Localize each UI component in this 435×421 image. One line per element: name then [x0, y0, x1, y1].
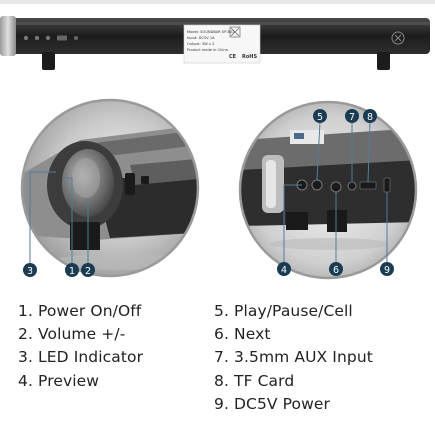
legend-item-aux: 7. 3.5mm AUX Input — [214, 348, 373, 367]
label-line: Output: 3W x 2 — [187, 42, 214, 46]
svg-text:4: 4 — [281, 265, 287, 276]
legend-item-next: 6. Next — [214, 325, 271, 344]
svg-text:7: 7 — [349, 112, 355, 123]
callout-marker-9: 9 — [380, 262, 394, 276]
legend-item-preview: 4. Preview — [18, 371, 100, 390]
soundbar-foot — [42, 52, 55, 70]
product-label: Model: SOUNDBAR SP-B02 Input: DC5V 1A Ou… — [183, 24, 261, 64]
legend-left: 1. Power On/Off 2. Volume +/- 3. LED Ind… — [18, 300, 143, 393]
next-button — [330, 181, 342, 193]
callout-markers: 3 1 2 4 5 6 7 8 9 — [23, 109, 394, 277]
callout-marker-1: 1 — [65, 263, 79, 277]
soundbar-foot — [327, 210, 347, 232]
svg-text:2: 2 — [85, 266, 91, 277]
callout-marker-3: 3 — [23, 263, 37, 277]
label-line: Input: DC5V 1A — [187, 36, 215, 40]
svg-text:8: 8 — [367, 112, 373, 123]
callout-line-1 — [64, 177, 73, 265]
callout-marker-8: 8 — [363, 109, 377, 123]
callout-marker-6: 6 — [329, 262, 343, 276]
legend-right: 5. Play/Pause/Cell 6. Next 7. 3.5mm AUX … — [214, 300, 373, 416]
soundbar-foot — [286, 212, 308, 230]
port-dot — [23, 35, 29, 41]
ce-mark: CE — [229, 54, 237, 60]
label-line: Model: SOUNDBAR SP-B02 — [187, 30, 234, 34]
callout-marker-5: 5 — [313, 109, 327, 123]
tf-card-slot — [359, 181, 377, 190]
port-dot — [45, 35, 51, 41]
callout-marker-4: 4 — [277, 262, 291, 276]
legend-item-volume: 2. Volume +/- — [18, 325, 126, 344]
svg-text:1: 1 — [69, 266, 75, 277]
recycle-bin-icon — [229, 26, 241, 38]
svg-text:6: 6 — [333, 265, 339, 276]
callout-line-4 — [283, 184, 302, 263]
svg-text:5: 5 — [317, 112, 323, 123]
callout-marker-7: 7 — [345, 109, 359, 123]
right-detail-magnifier — [238, 100, 418, 280]
legend-item-power: 1. Power On/Off — [18, 302, 142, 320]
callout-line-5 — [316, 121, 321, 181]
soundbar-end-cap — [0, 16, 16, 56]
port-dot — [34, 35, 40, 41]
soundbar-foot — [70, 222, 100, 250]
legend-item-play-pause: 5. Play/Pause/Cell — [214, 302, 353, 320]
port-slot — [57, 35, 67, 41]
legend-item-dc-power: 9. DC5V Power — [214, 394, 331, 413]
logo-icon — [391, 31, 405, 45]
svg-text:3: 3 — [27, 266, 33, 277]
svg-text:9: 9 — [384, 265, 390, 276]
callout-line-3 — [29, 171, 56, 265]
callout-lines — [29, 121, 388, 265]
rohs-mark: RoHS — [242, 54, 257, 60]
usb-port — [125, 173, 135, 195]
left-detail-magnifier — [20, 98, 200, 278]
legend-item-led: 3. LED Indicator — [18, 348, 144, 367]
legend-item-tf-card: 8. TF Card — [214, 371, 295, 390]
label-line: Product made in China — [187, 48, 228, 52]
port-dot — [74, 36, 78, 40]
soundbar-foot — [377, 52, 390, 70]
dc-power-port — [383, 177, 391, 193]
play-pause-button — [311, 179, 323, 191]
aux-jack — [347, 181, 357, 191]
callout-marker-2: 2 — [81, 263, 95, 277]
callout-line-8 — [367, 121, 371, 183]
